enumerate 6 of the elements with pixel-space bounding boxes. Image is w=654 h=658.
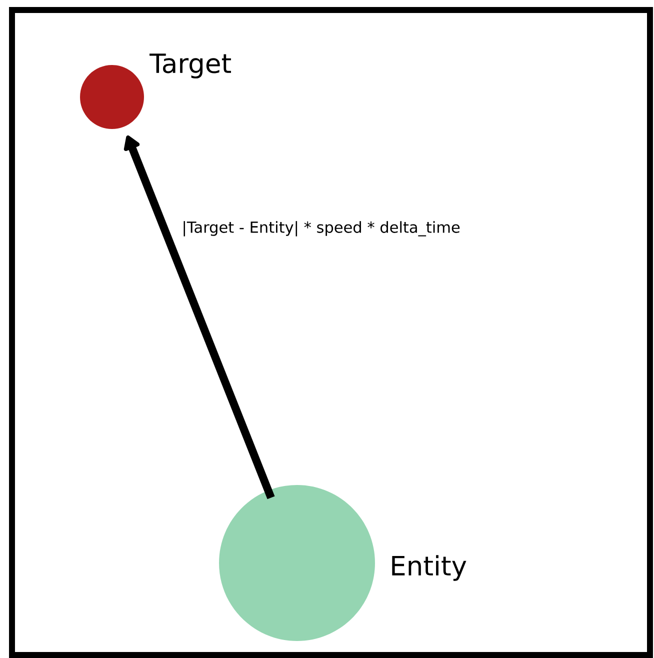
edge-label: |Target - Entity| * speed * delta_time xyxy=(184,221,460,236)
node-label: Entity xyxy=(392,555,466,581)
node-label: Target xyxy=(150,54,231,78)
circle xyxy=(80,65,144,129)
arrow xyxy=(124,135,275,500)
circle xyxy=(219,485,375,641)
